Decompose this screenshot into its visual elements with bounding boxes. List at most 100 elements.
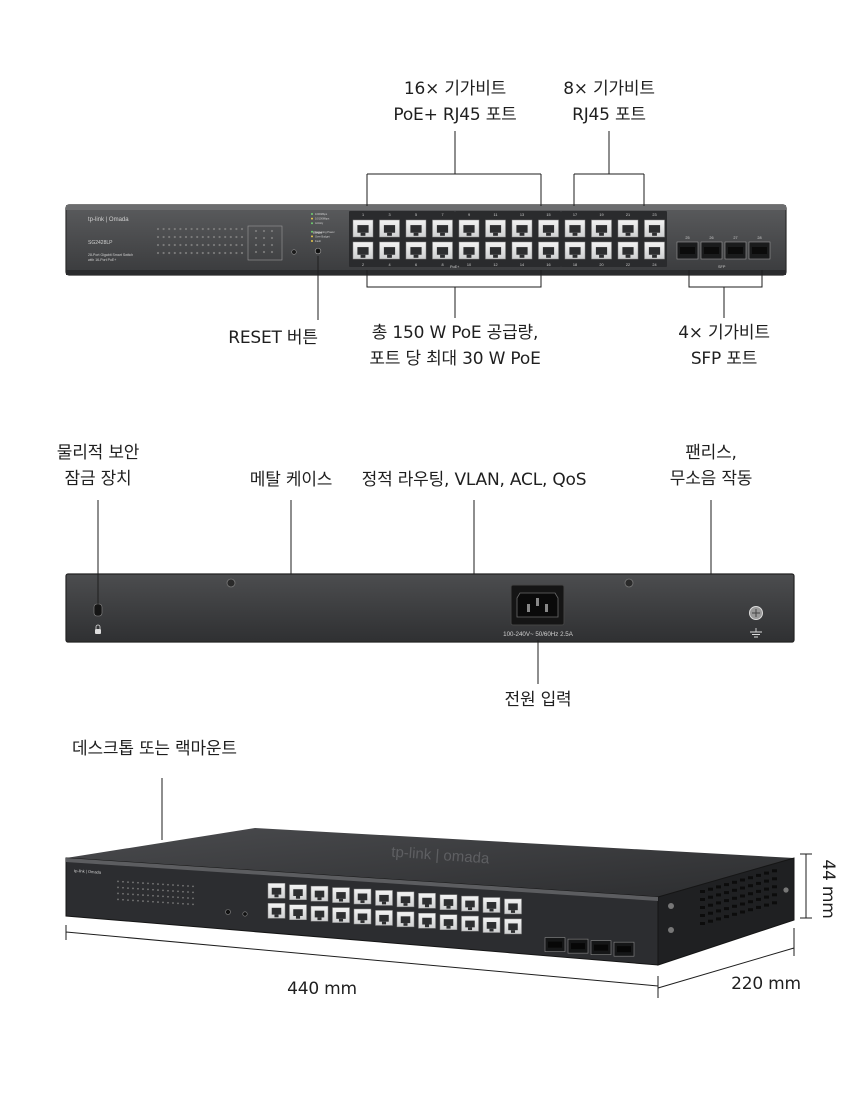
port-number-bottom: 12 [493, 263, 497, 267]
mode-button [291, 249, 297, 255]
vent-slot [724, 891, 729, 895]
sfp-ports-line [688, 270, 763, 318]
persp-led [167, 901, 169, 904]
port-led [212, 227, 216, 231]
vent-slot [708, 911, 713, 915]
sfp-led [254, 229, 258, 233]
persp-led [177, 890, 179, 893]
width-dimension [65, 925, 659, 998]
persp-led [182, 884, 184, 887]
port-led [229, 251, 232, 255]
port-led [218, 243, 221, 247]
port-led [229, 235, 232, 239]
legend-led-dot [311, 240, 313, 242]
dimension-depth-text: 220 mm [731, 974, 801, 994]
port-led [162, 243, 165, 247]
persp-port-top-clip [467, 907, 473, 911]
vent-slot [700, 922, 705, 925]
callout-routing: 정적 라우팅, VLAN, ACL, QoS [354, 467, 594, 493]
persp-led [182, 902, 184, 905]
persp-led [122, 892, 124, 895]
persp-port-bottom-jack [465, 920, 475, 928]
rj45-ports [352, 219, 665, 260]
persp-led [177, 896, 179, 899]
port-led [179, 243, 182, 247]
port-block-1 [349, 211, 455, 267]
persp-port-top-jack [422, 897, 432, 905]
persp-led [157, 883, 159, 885]
sfp-led [270, 243, 274, 247]
callout-routing-text: 정적 라우팅, VLAN, ACL, QoS [361, 470, 587, 490]
sfp-led [270, 236, 274, 240]
port-number-bottom: 16 [546, 263, 550, 267]
persp-port-top-jack [314, 890, 325, 898]
port-led [224, 227, 227, 231]
persp-port-top-jack [293, 889, 303, 897]
dimension-height: 44 mm [815, 849, 841, 929]
rack-ear-screw-1 [668, 903, 674, 909]
sfp-cage-28 [752, 247, 767, 254]
port-top-9-jack [569, 225, 581, 233]
persp-port-bottom-clip [360, 920, 365, 923]
persp-led [187, 903, 189, 905]
persp-rj45-ports [267, 883, 522, 935]
vent-slot [756, 881, 761, 885]
callout-sfp-ports-line2: SFP 포트 [690, 349, 758, 369]
vent-slot [764, 895, 769, 899]
port-led [240, 243, 244, 247]
port-top-3-jack [410, 225, 422, 233]
port-number-bottom: 2 [362, 263, 364, 267]
sfp-led [254, 243, 258, 247]
persp-sfp-cage [594, 944, 608, 951]
port-bottom-1-jack [357, 247, 369, 255]
front-callout-lines [317, 131, 763, 320]
legend-led-label: 10/100Mbps [315, 217, 330, 221]
port-led [184, 235, 188, 239]
port-led [184, 227, 188, 231]
port-number-top: 17 [573, 213, 577, 217]
port-number-bottom: 6 [415, 263, 417, 267]
port-top-2-clip [387, 232, 392, 236]
callout-metal-text: 메탈 케이스 [249, 470, 333, 490]
power-rating: 100-240V~ 50/60Hz 2.5A [503, 631, 574, 638]
port-number-top: 15 [546, 213, 550, 217]
port-bottom-4-clip [440, 254, 445, 258]
port-number-top: 21 [626, 213, 630, 217]
rear-callout-lines [97, 500, 712, 684]
port-led [235, 251, 238, 255]
persp-port-bottom-clip [489, 928, 494, 932]
persp-port-bottom-clip [338, 918, 344, 922]
persp-led [122, 886, 124, 889]
port-bottom-2-clip [387, 254, 392, 258]
persp-led [177, 902, 179, 905]
persp-led [137, 893, 139, 896]
port-top-1-clip [360, 232, 366, 236]
sfp-led [270, 229, 274, 233]
persp-port-bottom-clip [381, 921, 387, 925]
port-led [179, 251, 182, 255]
port-led [190, 227, 193, 231]
port-number-top: 19 [599, 213, 603, 217]
persp-port-top-jack [379, 894, 389, 902]
port-led [162, 235, 165, 239]
port-number-bottom: 10 [467, 263, 471, 267]
power-pin-left [527, 604, 530, 612]
callout-poe-ports: 16× 기가비트 PoE+ RJ45 포트 [375, 76, 535, 128]
legend-led-dot [311, 230, 313, 233]
persp-led [192, 891, 194, 894]
port-number-top: 13 [520, 213, 524, 217]
port-top-4-clip [440, 232, 445, 236]
port-led [218, 235, 221, 239]
persp-led [127, 881, 129, 883]
rj45-ports-line [573, 131, 645, 206]
led-matrix [156, 227, 274, 255]
persp-led [132, 881, 134, 884]
legend-led-label: 1000Mbps [315, 212, 328, 216]
persp-port-bottom-clip [403, 923, 408, 926]
legend-led-label: Over Budget [315, 234, 330, 238]
vent-slot [756, 889, 761, 893]
switch-top-surface [66, 828, 794, 897]
persp-led [132, 893, 134, 896]
port-number-top: 9 [468, 213, 470, 217]
callout-lock-line1: 물리적 보안 [56, 443, 140, 463]
